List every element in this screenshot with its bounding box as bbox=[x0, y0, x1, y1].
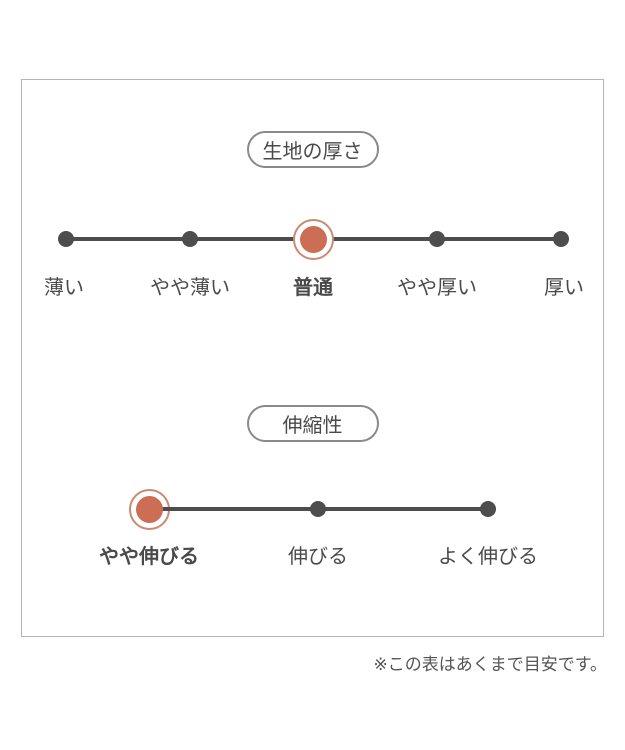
stretch-dot-stretches-well bbox=[480, 501, 496, 517]
stretch-label-stretches: 伸びる bbox=[288, 546, 348, 568]
footnote: ※この表はあくまで目安です。 bbox=[373, 655, 607, 674]
thickness-label-slightly-thin: やや薄い bbox=[150, 277, 230, 299]
thickness-label-slightly-thick: やや厚い bbox=[397, 277, 477, 299]
thickness-selected-marker bbox=[300, 226, 327, 253]
thickness-title: 生地の厚さ bbox=[262, 141, 363, 163]
thickness-label-thin: 薄い bbox=[44, 277, 84, 299]
thickness-dot-thin bbox=[58, 231, 74, 247]
stretch-label-stretches-well: よく伸びる bbox=[438, 546, 538, 568]
spec-panel: 生地の厚さ 薄い やや薄い 普通 やや厚い 厚い 伸縮性 やや伸びる 伸びる よ… bbox=[21, 79, 604, 637]
thickness-label-thick: 厚い bbox=[544, 277, 584, 299]
thickness-dot-thick bbox=[553, 231, 569, 247]
thickness-title-badge: 生地の厚さ bbox=[246, 131, 379, 168]
thickness-dot-slightly-thick bbox=[429, 231, 445, 247]
stretch-selected-marker bbox=[136, 496, 163, 523]
stretch-label-slight: やや伸びる bbox=[99, 546, 199, 568]
stretch-title-badge: 伸縮性 bbox=[246, 405, 379, 442]
stretch-title: 伸縮性 bbox=[282, 415, 343, 437]
thickness-label-normal: 普通 bbox=[293, 277, 333, 299]
thickness-dot-slightly-thin bbox=[182, 231, 198, 247]
stretch-dot-stretches bbox=[310, 501, 326, 517]
